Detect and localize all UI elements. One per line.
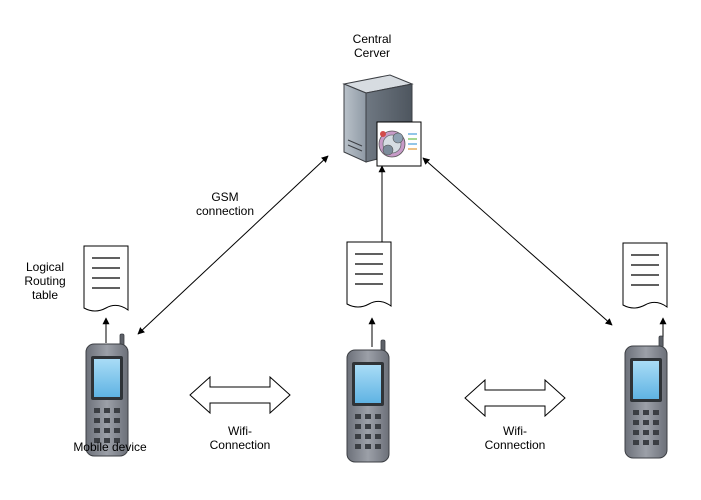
mobile-phone-icon: [624, 335, 668, 459]
wifi-double-arrow-right: [464, 379, 566, 417]
server-icon: [342, 74, 422, 167]
gsm-link-right: [422, 157, 613, 326]
document-icon: [346, 241, 392, 308]
wifi-connection-label-left: Wifi- Connection: [209, 424, 271, 452]
wifi-connection-label-right: Wifi- Connection: [484, 424, 546, 452]
routing-table-document-icon: [83, 245, 129, 312]
gsm-connection-label: GSM connection: [195, 190, 255, 218]
gsm-link-left: [137, 155, 329, 335]
mobile-device-label: Mobile device: [73, 440, 147, 454]
mobile-phone-icon: [346, 339, 390, 463]
mobile-phone-icon: [85, 333, 129, 457]
document-icon: [622, 242, 668, 309]
wifi-double-arrow-left: [189, 376, 291, 414]
routing-table-label: Logical Routing table: [24, 260, 66, 302]
server-label: Central Cerver: [352, 32, 392, 60]
